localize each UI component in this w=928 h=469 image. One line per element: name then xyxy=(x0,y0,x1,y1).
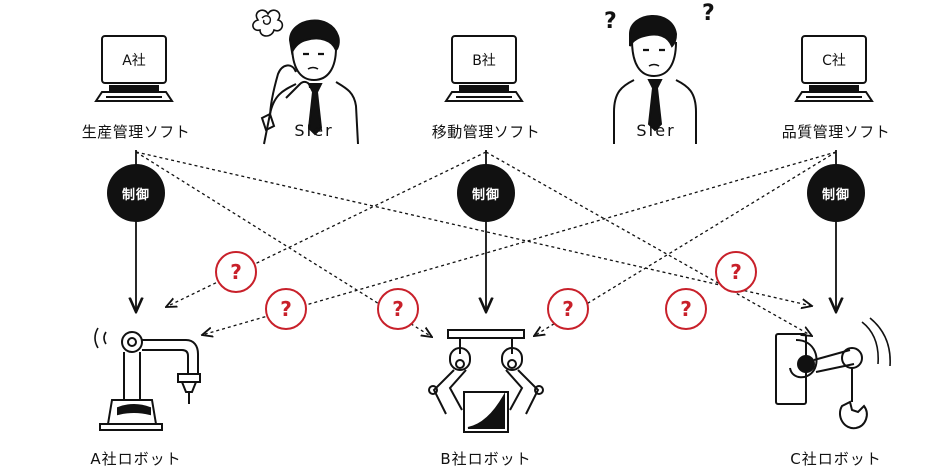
robot-label-b: B社ロボット xyxy=(440,450,532,468)
question-badge-3: ? xyxy=(377,288,419,330)
computer-icon-b xyxy=(444,35,524,102)
control-badge-b: 制御 xyxy=(457,164,515,222)
sier-label-right: SIer xyxy=(636,121,676,140)
screen-label-c: C社 xyxy=(822,53,846,69)
software-label-c: 品質管理ソフト xyxy=(781,123,891,141)
question-badge-4: ? xyxy=(547,288,589,330)
screen-label-a: A社 xyxy=(122,53,146,69)
software-label-a: 生産管理ソフト xyxy=(81,123,191,141)
dotted-link-c-to-a xyxy=(202,151,837,335)
computer-icon-a xyxy=(94,35,174,102)
sier-label-left: SIer xyxy=(294,121,334,140)
screen-label-b: B社 xyxy=(472,53,496,69)
robot-b-icon xyxy=(428,329,544,433)
question-badge-6: ? xyxy=(715,251,757,293)
robot-a-icon xyxy=(94,327,201,431)
sier-person-confused-icon xyxy=(252,9,359,145)
question-badge-2: ? xyxy=(265,288,307,330)
software-label-b: 移動管理ソフト xyxy=(431,123,541,141)
dotted-link-b-to-a xyxy=(166,151,487,307)
computer-icon-c xyxy=(794,35,874,102)
question-marks-thought: ? ? xyxy=(604,1,715,34)
sier-person-question-icon xyxy=(613,15,697,144)
control-badge-a: 制御 xyxy=(107,164,165,222)
dotted-link-b-to-c xyxy=(485,151,812,336)
control-badge-c: 制御 xyxy=(807,164,865,222)
robot-label-a: A社ロボット xyxy=(90,450,182,468)
question-badge-5: ? xyxy=(665,288,707,330)
robot-label-c: C社ロボット xyxy=(790,450,882,468)
thought-question-left: ? xyxy=(604,9,617,34)
question-badge-1: ? xyxy=(215,251,257,293)
robot-c-icon xyxy=(775,317,891,430)
dotted-link-a-to-c xyxy=(135,151,812,306)
thought-question-right: ? xyxy=(702,1,715,26)
